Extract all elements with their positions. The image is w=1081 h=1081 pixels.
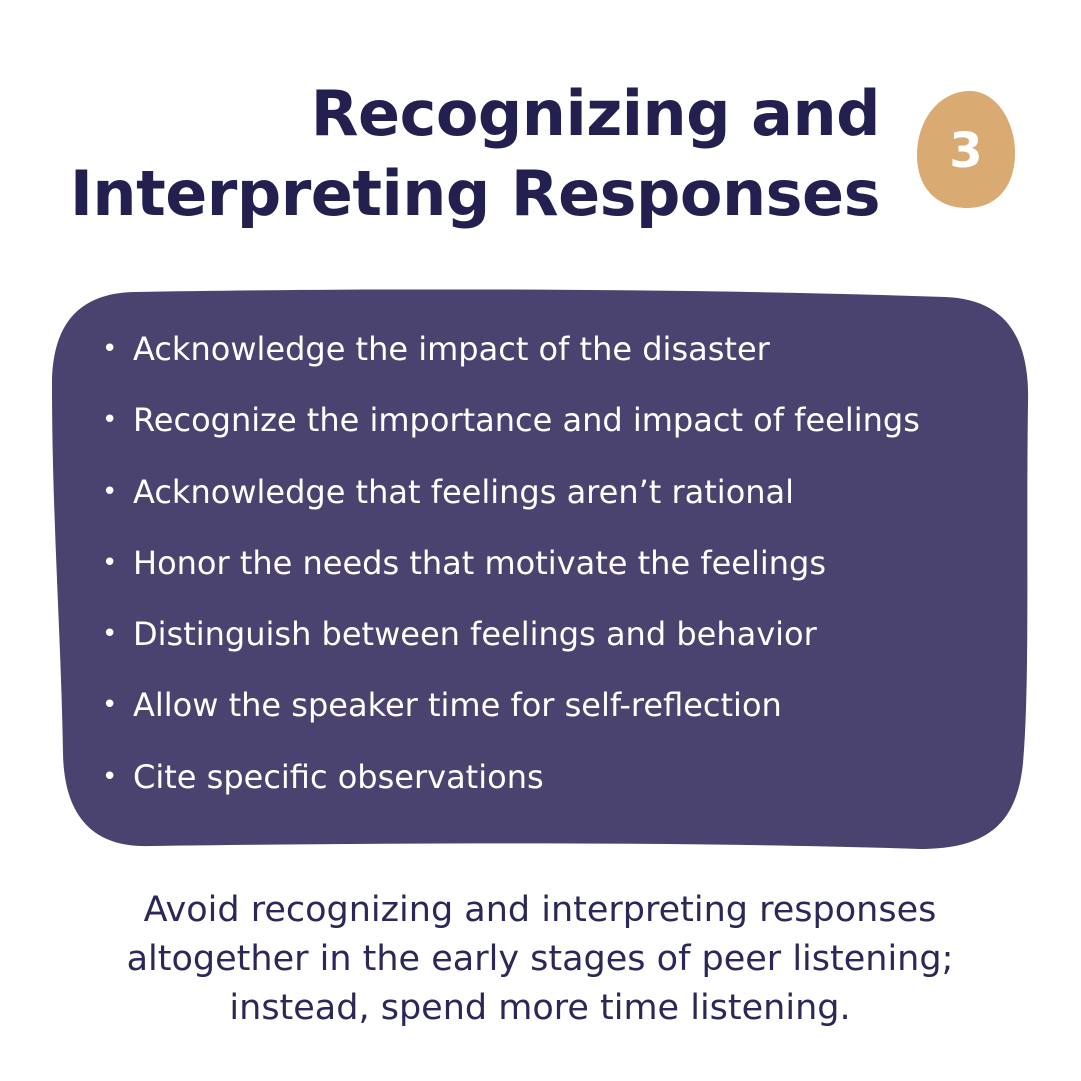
bullet-icon: • — [102, 334, 118, 364]
tips-panel-background — [52, 289, 1029, 849]
step-badge-blob-shape — [917, 91, 1015, 208]
footer-line-1: Avoid recognizing and interpreting respo… — [143, 890, 937, 930]
tips-panel-fill — [52, 289, 1029, 849]
list-item-text: Acknowledge the impact of the disaster — [133, 330, 770, 368]
footer-line-3: instead, spend more time listening. — [229, 988, 851, 1028]
list-item: • Cite specific observations — [100, 757, 920, 828]
list-item: • Distinguish between feelings and behavi… — [100, 614, 920, 685]
title-line-1: Recognizing and — [310, 77, 881, 150]
title-line-2: Interpreting Responses — [69, 157, 881, 230]
page-title: Recognizing and Interpreting Responses — [60, 74, 881, 234]
footer-note: Avoid recognizing and interpreting respo… — [40, 886, 1040, 1033]
list-item: • Acknowledge that feelings aren’t ration… — [100, 472, 920, 543]
bullet-icon: • — [102, 405, 118, 436]
bullet-icon: • — [102, 761, 118, 792]
step-number: 3 — [949, 123, 983, 179]
list-item-text: Allow the speaker time for self-reflecti… — [133, 686, 782, 725]
step-badge: 3 — [916, 89, 1016, 209]
tips-list: •Acknowledge the impact of the disaster … — [100, 329, 920, 828]
bullet-icon: • — [102, 619, 118, 650]
bullet-icon: • — [102, 476, 118, 507]
list-item: • Acknowledge the impact of the disaster — [100, 329, 920, 400]
list-item-text: Honor the needs that motivate the feelin… — [133, 543, 826, 582]
bullet-icon: • — [102, 690, 118, 721]
list-item-text: Recognize the importance and impact of f… — [133, 401, 920, 440]
list-item-text: Distinguish between feelings and behavio… — [133, 615, 817, 654]
footer-line-2: altogether in the early stages of peer l… — [126, 939, 954, 979]
bullet-icon: • — [102, 547, 118, 578]
list-item-text: Acknowledge that feelings aren’t rationa… — [133, 472, 795, 511]
list-item-text: Cite specific observations — [133, 757, 544, 796]
step-badge-fill — [917, 91, 1015, 208]
tips-panel: •Acknowledge the impact of the disaster … — [40, 285, 1040, 855]
list-item: • Allow the speaker time for self-reflect… — [100, 685, 920, 756]
list-item: • Honor the needs that motivate the feeli… — [100, 543, 920, 614]
list-item: • Recognize the importance and impact of … — [100, 400, 920, 471]
